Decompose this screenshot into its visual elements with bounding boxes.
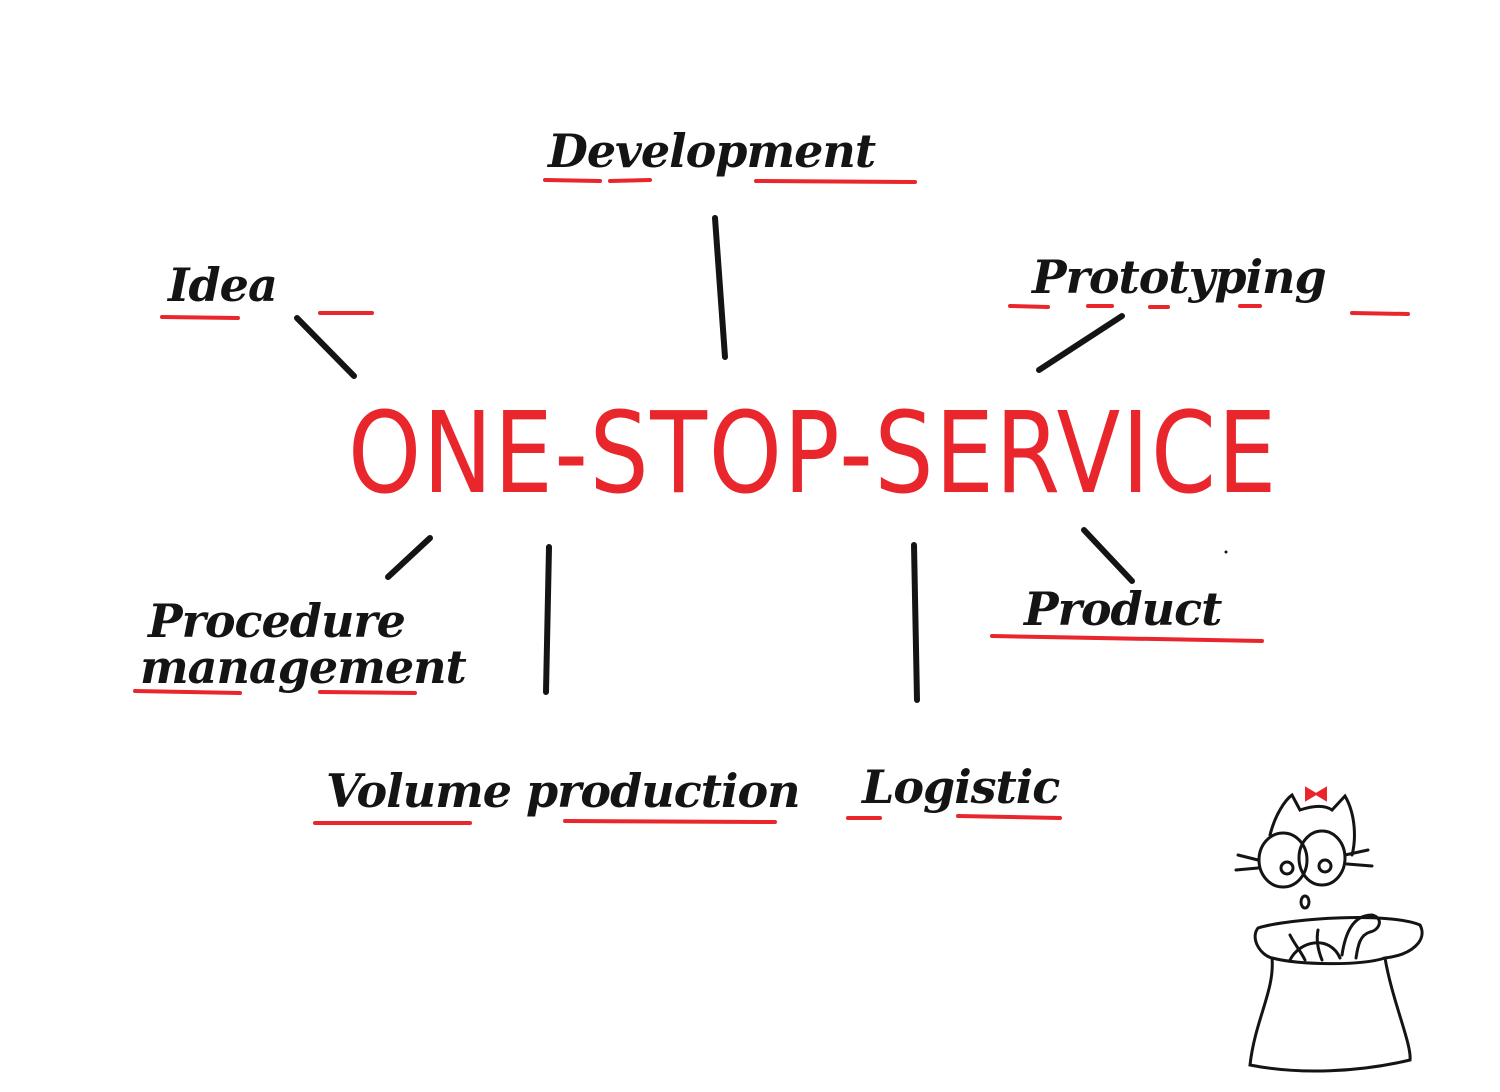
underline-idea [162,313,372,318]
underline-product [992,636,1262,641]
connector-logistic [914,545,917,700]
node-prototyping: Prototyping [1032,254,1326,300]
connector-idea [297,318,354,376]
ink-dot [1225,551,1228,554]
node-procedure-line1: Procedure [148,598,405,644]
connector-procedure [388,538,430,577]
node-volume-production: Volume production [326,768,800,814]
node-idea: Idea [168,262,277,308]
underline-volume-production [315,821,775,823]
connector-development [715,218,725,357]
connector-product [1084,530,1132,581]
diagram-title: ONE-STOP-SERVICE [348,398,1278,510]
connector-volume-production [546,547,549,692]
node-logistic: Logistic [862,764,1059,810]
underline-logistic [848,816,1060,818]
node-development: Development [548,128,875,174]
underline-prototyping [1010,306,1408,314]
node-procedure-line2: management [140,644,466,690]
cat-in-sack-icon [1236,788,1422,1071]
underline-development [545,180,915,182]
connector-prototyping [1039,316,1122,370]
node-product: Product [1024,586,1221,632]
